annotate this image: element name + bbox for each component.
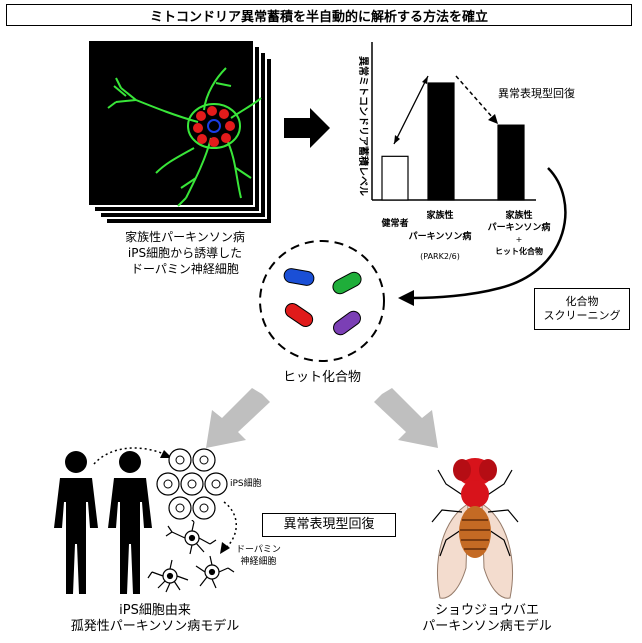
- recovery-arrow: [455, 75, 494, 119]
- dotted-arrow: [220, 501, 237, 554]
- compound-capsule: [332, 271, 362, 295]
- compound-capsule: [333, 310, 361, 336]
- left-model-caption: iPS細胞由来 孤発性パーキンソン病モデル: [40, 603, 270, 635]
- dopamine-label-line: 神経細胞: [240, 557, 277, 567]
- comparison-arrow: [393, 75, 429, 145]
- hit-compound-label: ヒット化合物: [282, 370, 361, 385]
- arrow-head-icon: [394, 135, 400, 144]
- right-model-caption: ショウジョウバエ パーキンソン病モデル: [382, 603, 592, 635]
- page-title: ミトコンドリア異常蓄積を半自動的に解析する方法を確立: [6, 4, 632, 26]
- neuron-caption: 家族性パーキンソン病 iPS細胞から誘導した ドーパミン神経細胞: [90, 229, 280, 277]
- dopamine-label: ドーパミン 神経細胞: [236, 544, 281, 568]
- human-silhouettes-icon: [54, 451, 152, 594]
- screening-label-line: スクリーニング: [543, 309, 621, 322]
- category-text: (PARK2/6): [420, 252, 460, 261]
- dopamine-neuron-icon: [147, 520, 235, 593]
- left-model-caption-line: 孤発性パーキンソン病モデル: [70, 619, 240, 634]
- category-text: パーキンソン病: [487, 223, 551, 233]
- category-text: 家族性: [426, 211, 454, 221]
- category-text: 健常者: [381, 219, 409, 229]
- gray-arrow-right-icon: [374, 388, 438, 448]
- category-label-pd-hit: 家族性 パーキンソン病 + ヒット化合物: [476, 210, 562, 258]
- neuron-image: [87, 39, 273, 225]
- bar-2: [497, 124, 525, 201]
- y-axis-label: 異常ミトコンドリア蓄積レベル: [357, 56, 370, 196]
- recovery-box: 異常表現型回復: [262, 513, 396, 537]
- gray-arrow-left-icon: [206, 388, 270, 448]
- screening-arrow: [398, 167, 567, 306]
- ips-cell-cluster-icon: [156, 448, 228, 520]
- arrow-head-icon: [488, 114, 498, 124]
- bar-1: [427, 82, 455, 201]
- screening-label: 化合物 スクリーニング: [534, 288, 630, 330]
- compound-circle: [259, 240, 385, 362]
- right-model-caption-line: ショウジョウバエ: [434, 603, 539, 618]
- left-model-caption-line: iPS細胞由来: [119, 603, 191, 618]
- arrow-head-icon: [422, 76, 428, 84]
- dotted-arrow: [93, 447, 172, 465]
- neuron-caption-line: ドーパミン神経細胞: [131, 262, 239, 276]
- neuron-caption-line: 家族性パーキンソン病: [125, 230, 245, 244]
- chart-annotation: 異常表現型回復: [498, 87, 575, 100]
- compound-capsule: [284, 303, 314, 327]
- category-text: ヒット化合物: [495, 247, 543, 256]
- category-text: 家族性: [505, 211, 533, 221]
- ips-cell-label: iPS細胞: [230, 479, 262, 489]
- bar-chart: 異常ミトコンドリア蓄積レベル: [357, 42, 536, 201]
- dopamine-label-line: ドーパミン: [236, 545, 281, 555]
- category-label-healthy: 健常者: [372, 218, 418, 230]
- arrow-right-icon: [284, 108, 330, 148]
- category-label-pd: 家族性 パーキンソン病 (PARK2/6): [400, 210, 480, 263]
- right-model-caption-line: パーキンソン病モデル: [422, 619, 552, 634]
- screening-label-line: 化合物: [565, 295, 599, 308]
- bar-0: [381, 155, 409, 201]
- neuron-caption-line: iPS細胞から誘導した: [127, 246, 243, 260]
- category-text: パーキンソン病: [408, 232, 472, 242]
- compound-capsule: [283, 268, 315, 286]
- category-text: +: [515, 235, 523, 244]
- fruit-fly-icon: [431, 458, 519, 599]
